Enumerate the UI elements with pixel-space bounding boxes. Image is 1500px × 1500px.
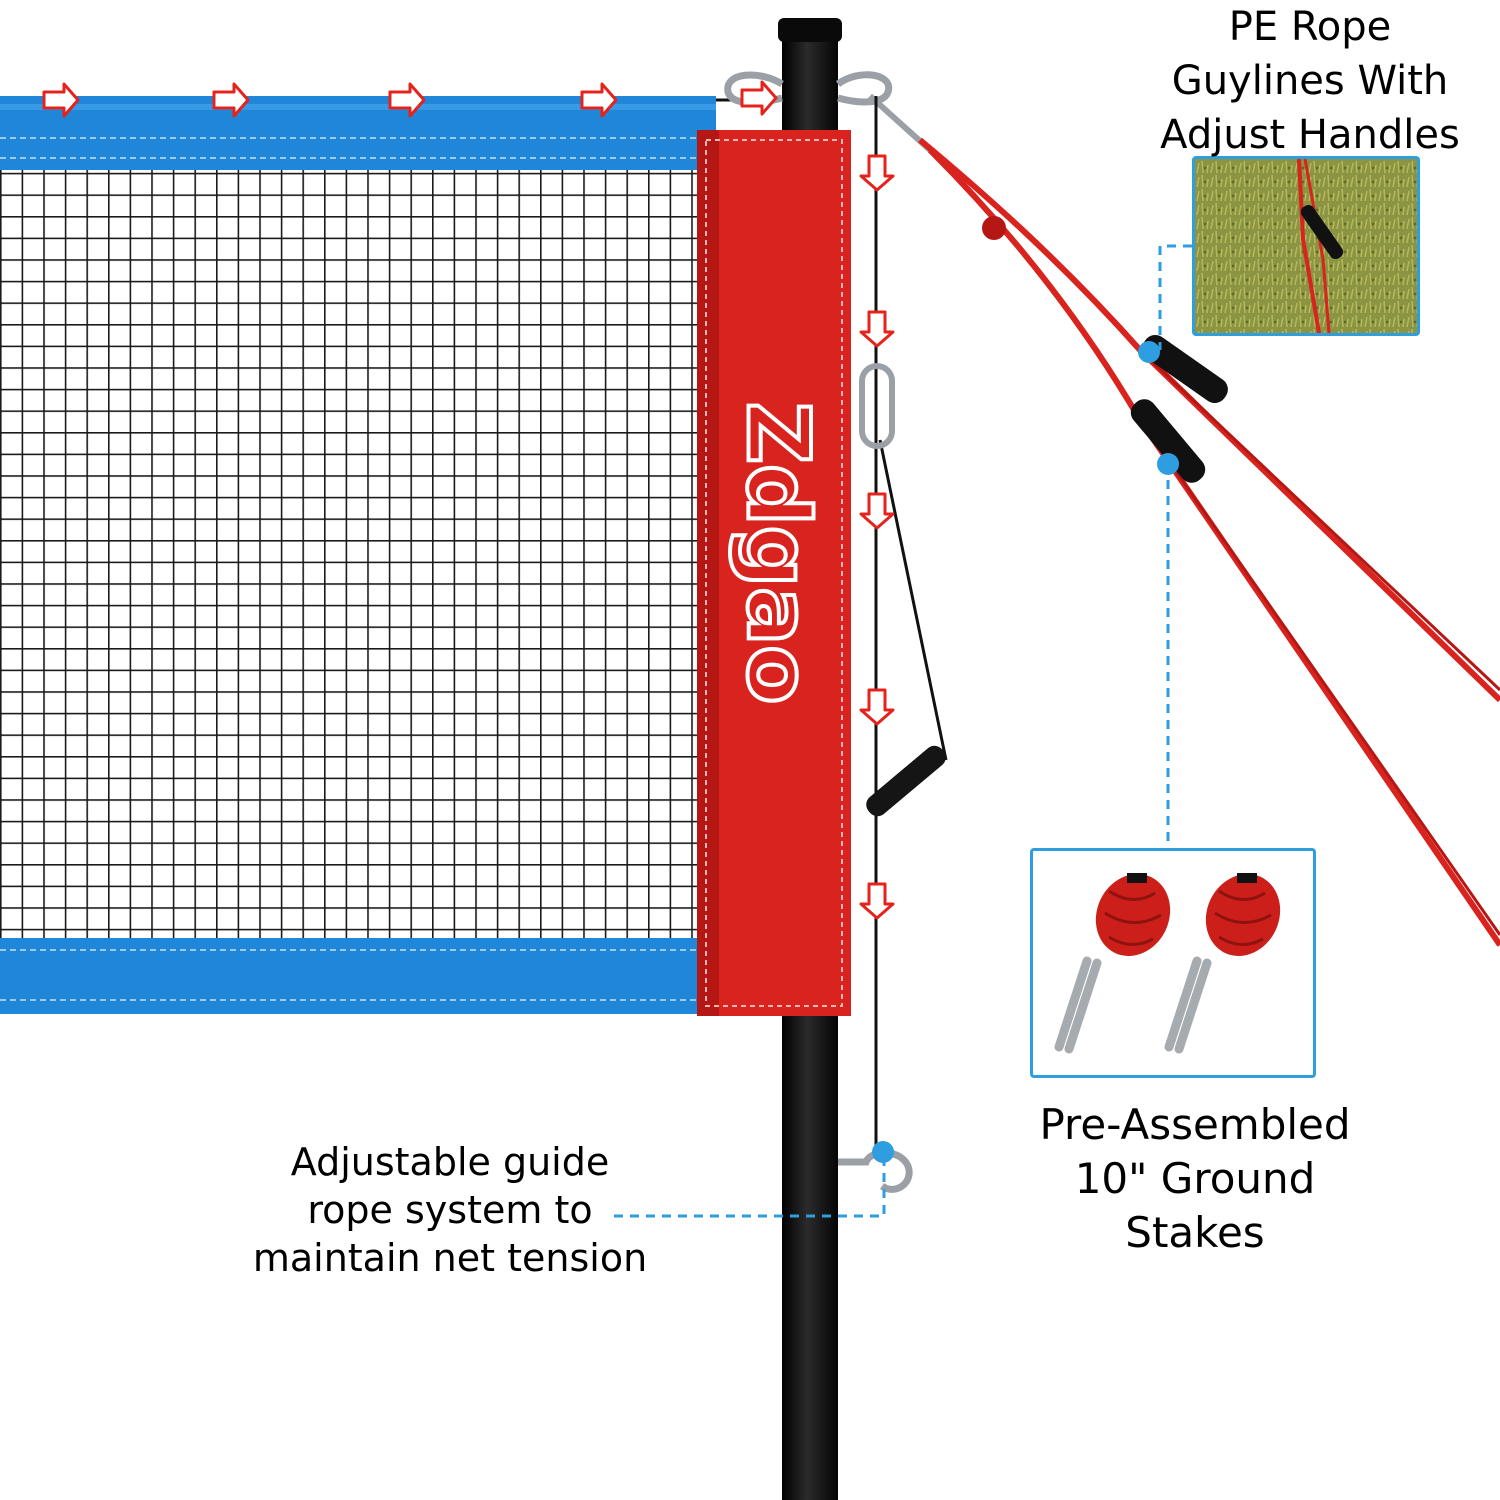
stake-right	[1164, 873, 1281, 1054]
callout-dot-icon	[1157, 453, 1179, 475]
guylines	[918, 137, 1500, 947]
guylines-caption: PE Rope Guylines With Adjust Handles	[1160, 4, 1460, 158]
arrow-down-icon	[859, 154, 895, 192]
arrow-right-icon	[740, 80, 778, 116]
net-mesh	[0, 160, 700, 950]
ground-stakes-photo	[1054, 873, 1281, 1054]
tension-handle	[866, 745, 946, 817]
callout-dot-icon	[1138, 341, 1160, 363]
arrow-down-icon	[859, 492, 895, 530]
arrow-down-icon	[859, 882, 895, 920]
grass-photo	[1195, 159, 1417, 333]
top-hook-right	[835, 71, 893, 106]
arrow-down-icon	[859, 688, 895, 726]
carabiner	[859, 363, 895, 449]
brand-logo: Zdgao	[728, 402, 828, 705]
arrow-down-icon	[859, 310, 895, 348]
callout-dot-icon	[872, 1141, 894, 1163]
guyline-handle-photo-inset	[1192, 156, 1420, 336]
callout-lines	[614, 244, 1192, 1218]
ground-stakes-caption: Pre-Assembled 10" Ground Stakes	[1039, 1100, 1351, 1257]
bottom-hook	[838, 1149, 913, 1193]
ground-stakes-photo-inset	[1030, 848, 1316, 1078]
net-bottom-tape	[0, 938, 716, 1014]
stake-left	[1054, 873, 1171, 1054]
pole-sleeve	[697, 130, 851, 1016]
guide-rope-caption: Adjustable guide rope system to maintain…	[252, 1140, 648, 1280]
